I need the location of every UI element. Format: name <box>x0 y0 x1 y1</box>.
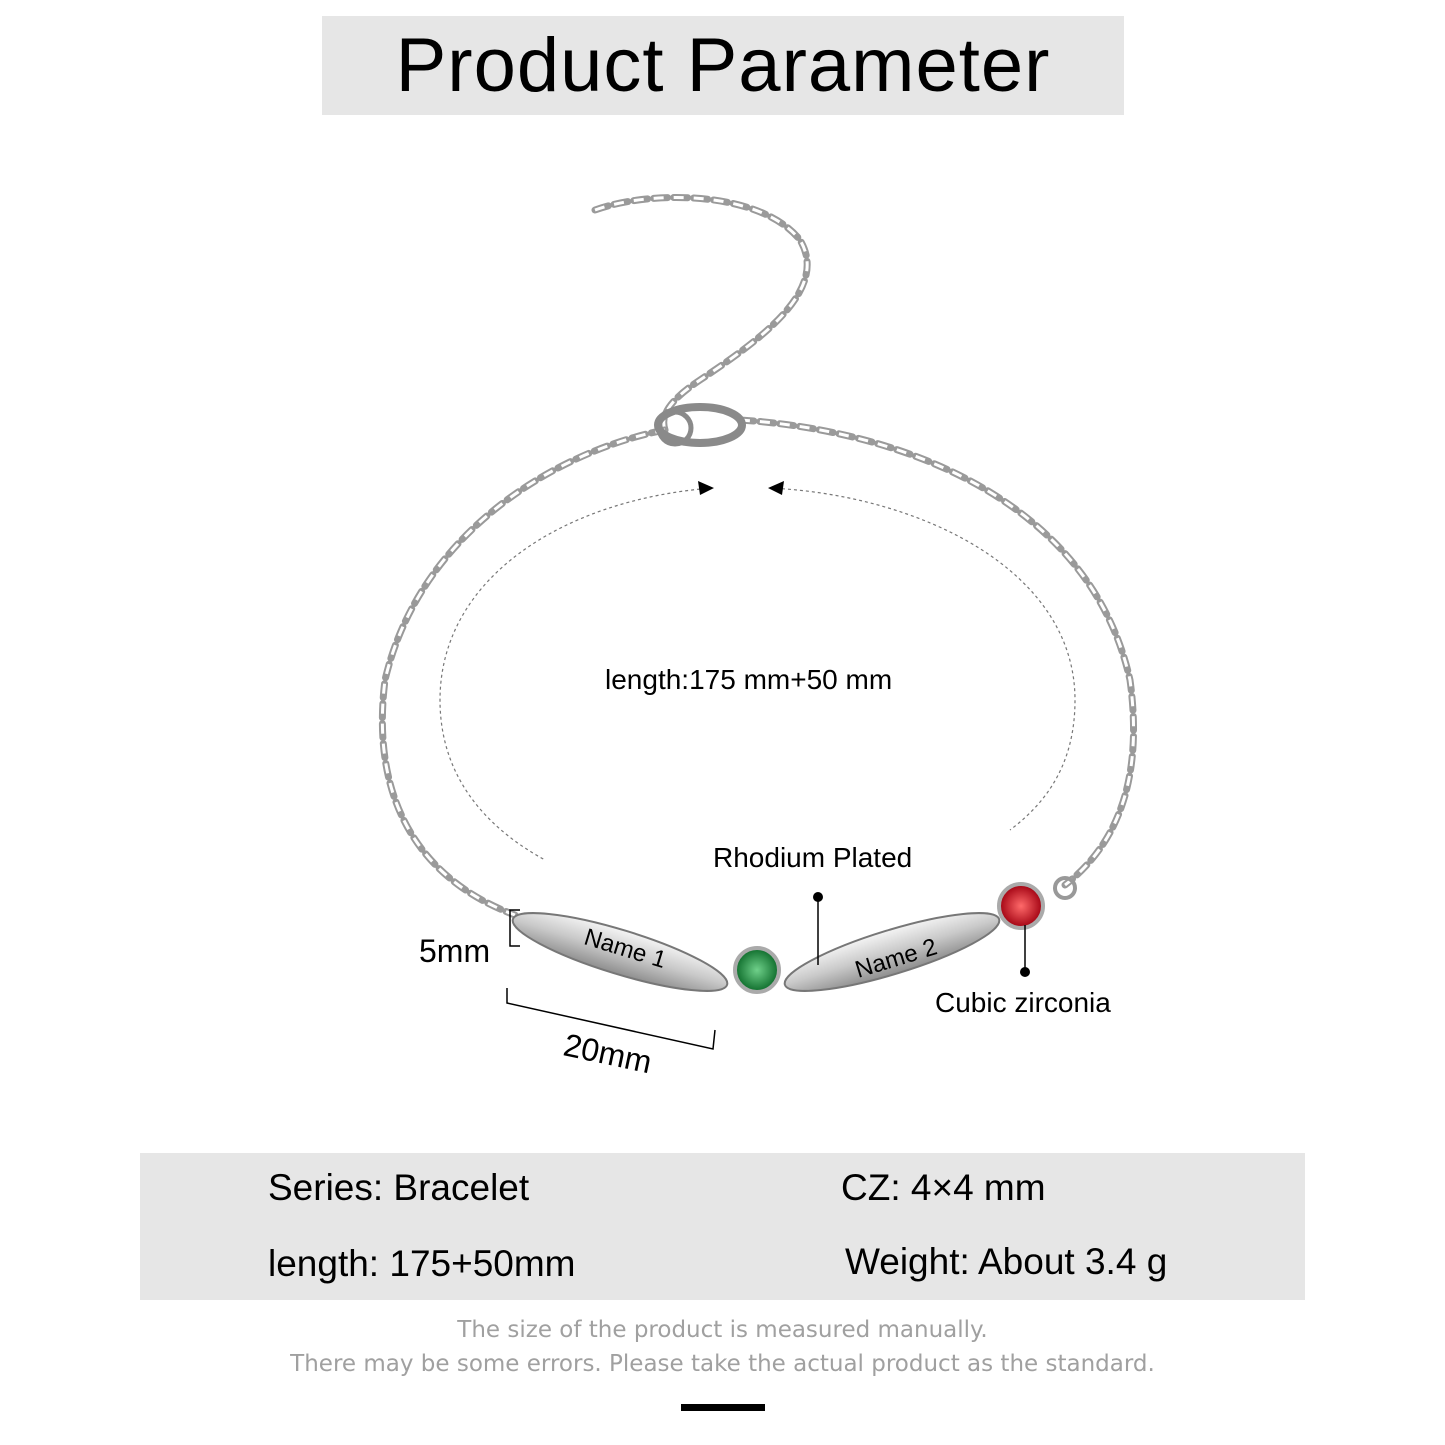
name-plate-1 <box>511 912 729 992</box>
note-line-2: There may be some errors. Please take th… <box>290 1351 1155 1377</box>
arrow-left-icon <box>768 481 784 495</box>
height-label: 5mm <box>419 933 491 969</box>
width-label: 20mm <box>561 1027 655 1081</box>
red-gem <box>997 882 1045 930</box>
spec-length: length: 175+50mm <box>268 1243 576 1284</box>
name-plate-2 <box>783 912 1001 992</box>
page-title: Product Parameter <box>395 23 1051 108</box>
extension-chain <box>591 194 811 434</box>
spec-panel: Series: Bracelet CZ: 4×4 mm length: 175+… <box>140 1153 1305 1300</box>
spec-cz: CZ: 4×4 mm <box>841 1167 1046 1208</box>
divider-bar <box>681 1404 765 1411</box>
green-gem <box>733 946 781 994</box>
spec-weight: Weight: About 3.4 g <box>845 1241 1168 1282</box>
length-indicator <box>439 487 1076 861</box>
arrow-right-icon <box>698 481 714 495</box>
rhodium-label: Rhodium Plated <box>713 842 913 873</box>
length-label: length:175 mm+50 mm <box>605 664 893 695</box>
title-banner: Product Parameter <box>322 16 1124 115</box>
spec-series: Series: Bracelet <box>268 1167 530 1208</box>
cz-label: Cubic zirconia <box>935 987 1111 1018</box>
note-line-1: The size of the product is measured manu… <box>457 1317 988 1343</box>
